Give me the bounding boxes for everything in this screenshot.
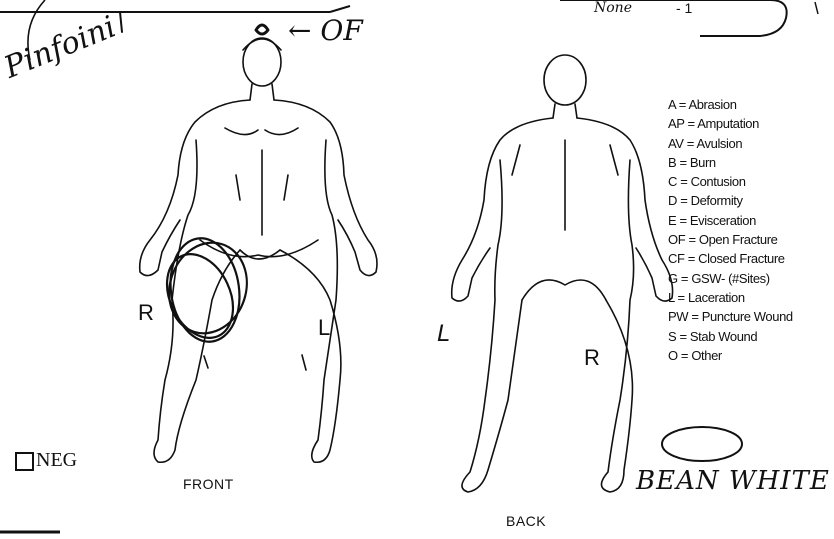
legend-item: B = Burn bbox=[668, 153, 793, 172]
open-fracture-note: ← OF bbox=[288, 14, 363, 47]
other-circle-mark bbox=[662, 427, 742, 461]
neg-label: NEG bbox=[36, 449, 77, 472]
legend-item: O = Other bbox=[668, 346, 793, 365]
back-left-label: L bbox=[437, 320, 450, 348]
head-mark bbox=[256, 25, 268, 34]
legend-item: AP = Amputation bbox=[668, 114, 793, 133]
injury-legend: A = Abrasion AP = Amputation AV = Avulsi… bbox=[668, 95, 793, 365]
back-label: BACK bbox=[506, 513, 546, 529]
bottom-rule bbox=[0, 528, 834, 539]
front-left-label: L bbox=[318, 315, 330, 341]
legend-item: E = Evisceration bbox=[668, 211, 793, 230]
legend-item: PW = Puncture Wound bbox=[668, 307, 793, 326]
legend-item: L = Laceration bbox=[668, 288, 793, 307]
legend-item: C = Contusion bbox=[668, 172, 793, 191]
legend-item: A = Abrasion bbox=[668, 95, 793, 114]
back-right-label: R bbox=[584, 345, 600, 371]
front-body-figure bbox=[140, 38, 377, 462]
handwritten-signature: BEAN WHITE bbox=[636, 466, 830, 496]
legend-item: S = Stab Wound bbox=[668, 327, 793, 346]
legend-item: AV = Avulsion bbox=[668, 134, 793, 153]
legend-item: CF = Closed Fracture bbox=[668, 249, 793, 268]
neg-checkbox[interactable] bbox=[15, 452, 34, 471]
legend-item: D = Deformity bbox=[668, 191, 793, 210]
back-body-figure bbox=[452, 55, 673, 492]
legend-item: G = GSW- (#Sites) bbox=[668, 269, 793, 288]
front-right-label: R bbox=[138, 300, 154, 326]
front-label: FRONT bbox=[183, 476, 234, 492]
legend-item: OF = Open Fracture bbox=[668, 230, 793, 249]
